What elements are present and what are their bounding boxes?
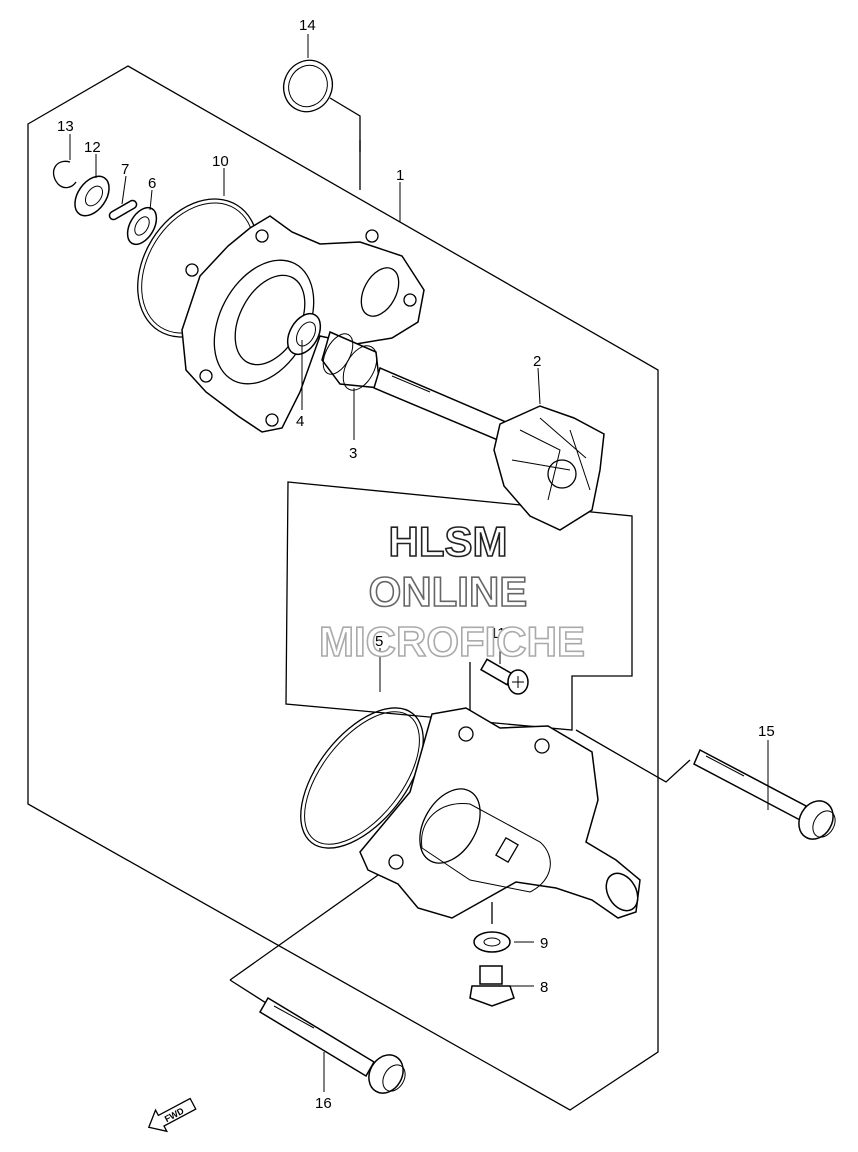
part-16-bolt[interactable]	[258, 996, 410, 1099]
watermark-line-1: HLSM	[389, 518, 508, 565]
callout-leaders	[69, 34, 769, 1092]
case-group-outline	[285, 481, 633, 731]
callout-4: 4	[296, 413, 304, 430]
callout-8: 8	[540, 979, 548, 996]
part-8-bolt[interactable]	[469, 965, 515, 1007]
watermark-line-3: MICROFICHE	[319, 618, 585, 665]
leader-16	[229, 867, 411, 981]
callout-14: 14	[299, 17, 316, 34]
callout-12: 12	[84, 139, 101, 156]
part-14-oring[interactable]	[275, 52, 340, 119]
callout-10: 10	[212, 153, 229, 170]
part-13-eclip[interactable]	[53, 160, 77, 189]
part-11-screw[interactable]	[479, 658, 529, 695]
part-4-seal[interactable]	[281, 308, 327, 360]
leader-15	[575, 729, 691, 783]
part-6-washer[interactable]	[122, 203, 163, 250]
watermark-line-2: ONLINE	[369, 568, 528, 615]
leader-14	[329, 97, 361, 190]
callout-11: 11	[490, 625, 506, 642]
callout-9: 9	[540, 935, 548, 952]
callout-3: 3	[349, 445, 357, 462]
callout-2: 2	[533, 353, 541, 370]
callout-1: 1	[396, 167, 404, 184]
pump-case[interactable]	[359, 707, 644, 919]
callout-15: 15	[758, 723, 775, 740]
callout-7: 7	[121, 161, 129, 178]
part-2-impeller[interactable]	[373, 366, 605, 531]
callout-5: 5	[375, 633, 383, 650]
part-9-washer[interactable]	[473, 931, 511, 953]
part-12-seal[interactable]	[68, 170, 116, 222]
assembly-outline	[27, 65, 659, 1111]
callout-13: 13	[57, 118, 74, 135]
part-7-pin[interactable]	[108, 199, 138, 221]
callout-16: 16	[315, 1095, 332, 1112]
part-3-mech-seal[interactable]	[317, 329, 384, 396]
part-15-bolt[interactable]	[693, 748, 840, 845]
callout-6: 6	[148, 175, 156, 192]
part-5-oring[interactable]	[277, 686, 447, 869]
fwd-arrow-icon: FWD	[147, 1097, 197, 1133]
